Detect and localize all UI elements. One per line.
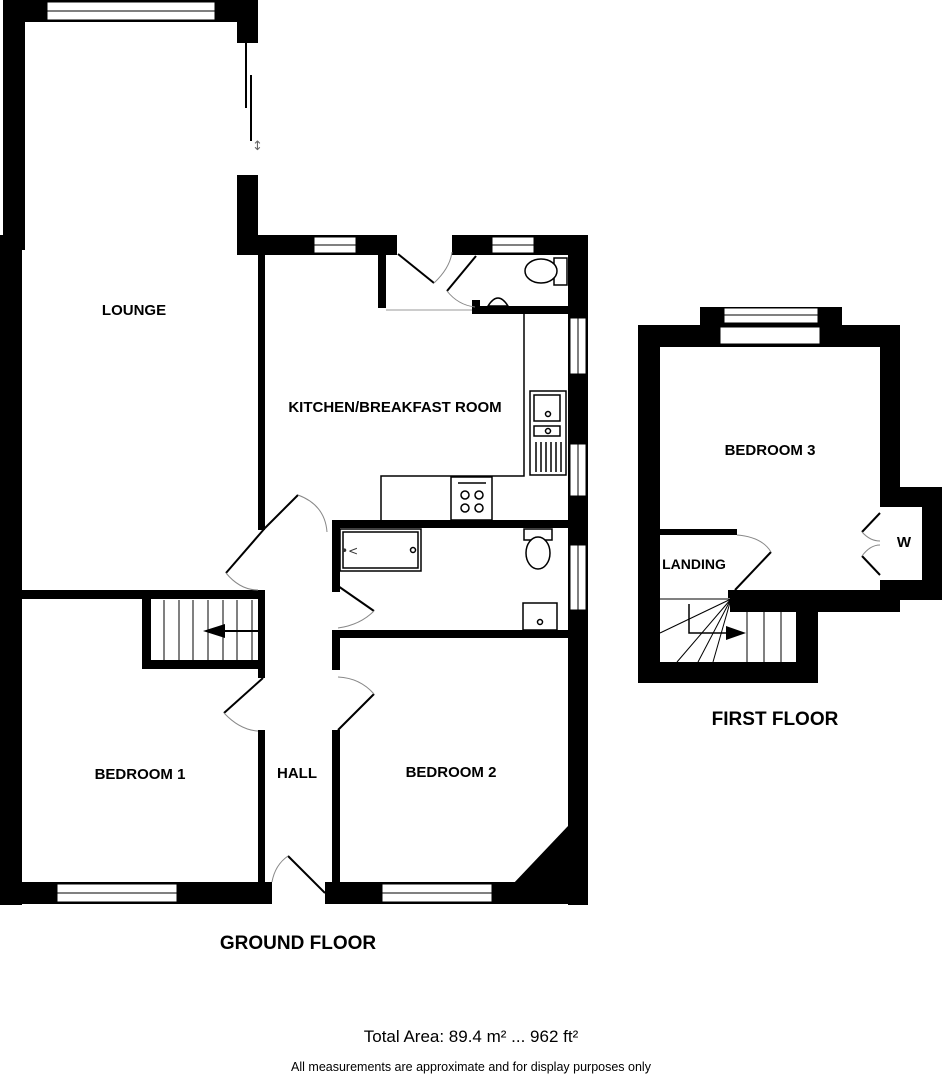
first-floor-window <box>719 307 821 345</box>
bathroom-fixtures <box>339 528 558 631</box>
room-label-bedroom-2: BEDROOM 2 <box>405 764 497 781</box>
slide-arrow-icon: ↕ <box>252 139 263 154</box>
shower-icon: •< <box>341 544 358 558</box>
room-label-kitchen: KITCHEN/BREAKFAST ROOM <box>288 399 502 416</box>
room-label-bedroom-3: BEDROOM 3 <box>724 442 816 459</box>
room-label-wardrobe: W <box>896 534 912 551</box>
sliding-door <box>245 43 252 141</box>
stairs-down-arrow-icon <box>203 624 225 638</box>
ground-floor-title: GROUND FLOOR <box>219 933 377 954</box>
room-label-lounge: LOUNGE <box>101 302 167 319</box>
stairs-up-arrow-icon <box>726 626 746 640</box>
ground-stairs <box>163 600 262 660</box>
kitchen-counters <box>380 314 567 521</box>
first-floor-stairs <box>659 598 798 663</box>
door-swings <box>223 251 476 883</box>
first-floor-title: FIRST FLOOR <box>711 709 839 730</box>
ground-floor-walls <box>0 0 588 905</box>
room-label-hall: HALL <box>277 765 317 782</box>
disclaimer: All measurements are approximate and for… <box>291 1060 651 1074</box>
first-floor-doors <box>734 512 881 591</box>
first-floor-walls <box>638 307 942 683</box>
wardrobe-space <box>880 507 922 580</box>
room-label-landing: LANDING <box>662 556 726 572</box>
first-floor-door-swings <box>736 531 881 557</box>
windows <box>46 1 587 903</box>
room-label-bedroom-1: BEDROOM 1 <box>94 766 186 783</box>
doors <box>223 253 477 894</box>
wc-fixtures <box>486 257 568 307</box>
total-area: Total Area: 89.4 m² ... 962 ft² <box>363 1027 579 1046</box>
